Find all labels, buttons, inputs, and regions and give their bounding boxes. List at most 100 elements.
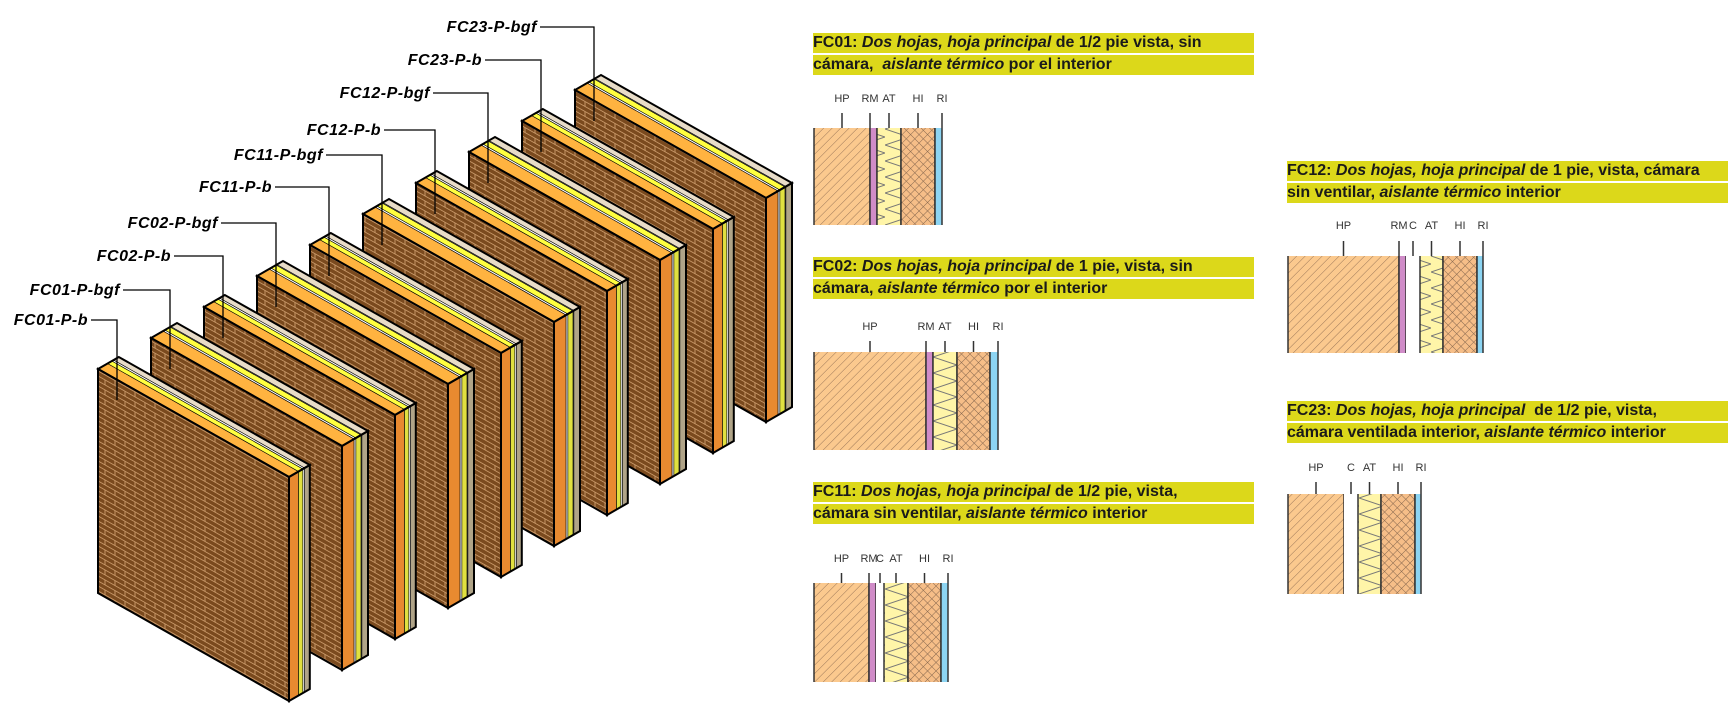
layer-hi bbox=[901, 128, 935, 225]
wall-side-layer bbox=[500, 346, 511, 578]
leader-line bbox=[174, 255, 224, 338]
wall-side-layer bbox=[673, 248, 680, 477]
wall-side-layer bbox=[341, 438, 355, 671]
title-segment: por el interior bbox=[1004, 56, 1112, 73]
section-layers bbox=[813, 341, 999, 450]
layer-rm bbox=[870, 128, 877, 225]
wall-side-layer bbox=[510, 344, 516, 573]
title-segment: interior bbox=[1501, 184, 1561, 201]
wall-side-layer bbox=[404, 406, 410, 635]
section-layers bbox=[813, 573, 949, 682]
diagram-title-line2: cámara, aislante térmico por el interior bbox=[813, 55, 1254, 75]
title-segment: Dos hojas, hoja principal bbox=[1335, 402, 1526, 419]
layer-rm bbox=[926, 352, 933, 450]
title-segment: Dos hojas, hoja principal bbox=[1335, 162, 1526, 179]
layer-hp bbox=[814, 583, 869, 682]
title-segment: FC12: bbox=[1287, 162, 1336, 179]
layer-label-hi: HI bbox=[968, 321, 979, 333]
wall-label: FC23-P-b bbox=[408, 52, 482, 69]
wall-side-layer bbox=[288, 470, 299, 702]
layer-c bbox=[876, 583, 884, 682]
wall-side-layer bbox=[712, 222, 723, 454]
wall-label: FC23-P-bgf bbox=[447, 19, 539, 36]
title-segment: cámara, bbox=[813, 280, 878, 297]
layer-ri bbox=[990, 352, 998, 450]
section-layers bbox=[1287, 482, 1422, 594]
title-segment: interior bbox=[1087, 505, 1148, 522]
layer-hp bbox=[814, 128, 870, 225]
layer-ri bbox=[935, 128, 942, 225]
diagram-title-line1: FC23: Dos hojas, hoja principal de 1/2 p… bbox=[1287, 401, 1728, 421]
section-layers bbox=[1287, 241, 1484, 353]
wall-side-layer bbox=[394, 408, 405, 640]
layer-at bbox=[877, 128, 901, 225]
layer-label-hi: HI bbox=[919, 553, 930, 565]
wall-side-layer bbox=[567, 310, 574, 539]
layer-label-at: AT bbox=[938, 321, 952, 333]
diagram-title-line2: cámara ventilada interior, aislante térm… bbox=[1287, 423, 1728, 443]
layer-hp bbox=[814, 352, 926, 450]
wall-label: FC11-P-b bbox=[199, 179, 272, 196]
wall-label: FC01-P-b bbox=[14, 312, 88, 329]
wall-side-layer bbox=[765, 190, 779, 423]
wall-side-layer bbox=[447, 376, 461, 609]
title-segment: de 1/2 pie, vista, bbox=[1050, 483, 1178, 500]
layer-label-c: C bbox=[1409, 220, 1417, 232]
layer-label-rm: RM bbox=[861, 93, 879, 105]
wall-side-layer bbox=[606, 284, 617, 516]
section-layers bbox=[813, 113, 943, 225]
layer-label-hp: HP bbox=[1308, 462, 1324, 474]
diagram-title-line1: FC02: Dos hojas, hoja principal de 1 pie… bbox=[813, 257, 1254, 277]
layer-at bbox=[1358, 494, 1381, 594]
layer-hp bbox=[1288, 494, 1344, 594]
wall-side-layer bbox=[355, 434, 362, 663]
title-segment: FC02: bbox=[813, 258, 862, 275]
leader-line bbox=[275, 186, 330, 276]
layer-hi bbox=[1443, 256, 1477, 353]
wall-fc01-p-b bbox=[95, 355, 312, 703]
layer-label-at: AT bbox=[1362, 462, 1377, 474]
leader-line bbox=[221, 222, 277, 307]
wall-label: FC02-P-b bbox=[97, 248, 171, 265]
wall-side-layer bbox=[779, 186, 786, 415]
layer-label-at: AT bbox=[882, 93, 896, 105]
wall-side-layer bbox=[659, 252, 673, 485]
layer-label-rm: RM bbox=[917, 321, 935, 333]
title-segment: cámara sin ventilar, bbox=[813, 505, 966, 522]
layer-label-hi: HI bbox=[1392, 462, 1404, 474]
title-segment: de 1/2 pie, vista, bbox=[1525, 402, 1657, 419]
leader-line bbox=[485, 59, 542, 152]
wall-side-layer bbox=[461, 372, 468, 601]
diagram-title-line1: FC11: Dos hojas, hoja principal de 1/2 p… bbox=[813, 482, 1254, 502]
layer-at bbox=[1420, 256, 1443, 353]
layer-hi bbox=[1381, 494, 1415, 594]
layer-label-ri: RI bbox=[1415, 462, 1427, 474]
wall-label: FC12-P-b bbox=[307, 122, 381, 139]
layer-ri bbox=[941, 583, 948, 682]
wall-label: FC02-P-bgf bbox=[128, 215, 220, 232]
layer-ri bbox=[1477, 256, 1483, 353]
layer-label-c: C bbox=[1347, 462, 1355, 474]
title-segment: de 1 pie, vista, sin bbox=[1051, 258, 1193, 275]
diagram-title-line1: FC12: Dos hojas, hoja principal de 1 pie… bbox=[1287, 161, 1728, 181]
layer-hi bbox=[957, 352, 990, 450]
title-segment: de 1/2 pie vista, sin bbox=[1051, 34, 1202, 51]
title-segment: FC11: bbox=[813, 483, 862, 500]
layer-at bbox=[933, 352, 957, 450]
layer-ri bbox=[1415, 494, 1421, 594]
layer-label-hp: HP bbox=[833, 553, 850, 565]
title-segment: interior bbox=[1606, 424, 1666, 441]
layer-at bbox=[884, 583, 908, 682]
leader-line bbox=[123, 289, 171, 369]
layer-hi bbox=[908, 583, 941, 682]
title-segment: cámara ventilada interior, bbox=[1287, 424, 1485, 441]
layer-label-hi: HI bbox=[1454, 220, 1466, 232]
layer-label-rm: RM bbox=[860, 553, 878, 565]
leader-line bbox=[326, 154, 383, 245]
layer-rm bbox=[1399, 256, 1406, 353]
title-segment: por el interior bbox=[999, 280, 1108, 297]
title-segment: Dos hojas, hoja principal bbox=[861, 483, 1051, 500]
layer-label-ri: RI bbox=[942, 553, 954, 565]
layer-label-hp: HP bbox=[862, 321, 878, 333]
layer-label-at: AT bbox=[1424, 220, 1439, 232]
